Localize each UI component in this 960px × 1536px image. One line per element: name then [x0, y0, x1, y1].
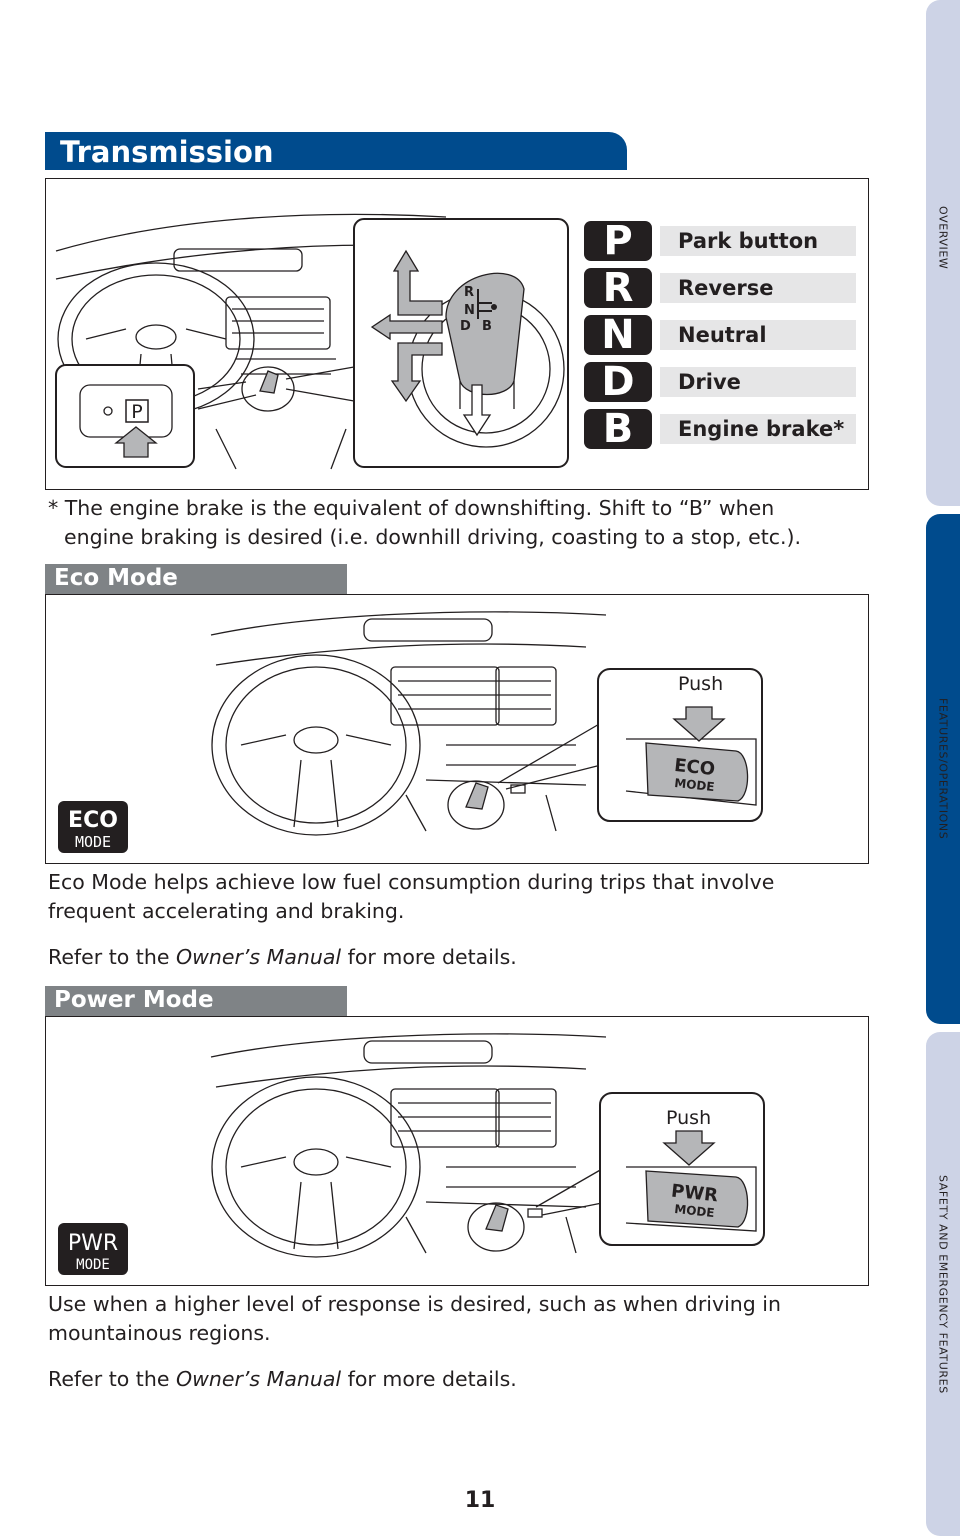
power-mode-illustration: PWR MODE PWR MODE: [58, 1033, 765, 1275]
tab-safety-emergency[interactable]: SAFETY AND EMERGENCY FEATURES: [926, 1032, 960, 1536]
gear-label-engine-brake: Engine brake*: [660, 414, 856, 444]
eco-refer-prefix: Refer to the: [48, 945, 170, 969]
footnote-line-2: engine braking is desired (i.e. downhill…: [64, 525, 802, 549]
tab-overview-label: OVERVIEW: [936, 206, 950, 270]
tab-overview[interactable]: OVERVIEW: [926, 0, 960, 506]
eco-inset-line2: MODE: [674, 776, 716, 794]
eco-mode-figure: ECO MODE ECO MODE Push: [45, 594, 869, 864]
park-button-label: P: [131, 401, 142, 423]
gear-row-reverse: R Reverse: [584, 268, 860, 308]
page-number: 11: [464, 1488, 496, 1513]
power-refer-suffix: for more details.: [347, 1367, 517, 1391]
eco-mode-refer: Refer to the Owner’s Manual for more det…: [48, 943, 848, 972]
eco-mode-description: Eco Mode helps achieve low fuel consumpt…: [48, 870, 775, 923]
eco-refer-manual: Owner’s Manual: [175, 945, 342, 969]
power-mode-figure: PWR MODE PWR MODE Push: [45, 1016, 869, 1286]
gear-label-neutral: Neutral: [660, 320, 856, 350]
shifter-letter-d: D: [460, 319, 471, 334]
gear-row-drive: D Drive: [584, 362, 860, 402]
gear-letter-n: N: [584, 315, 652, 355]
transmission-heading: Transmission: [45, 132, 627, 170]
pwr-inset-line2: MODE: [674, 1202, 716, 1220]
gear-letter-r: R: [584, 268, 652, 308]
pwr-inset-line1: PWR: [670, 1181, 719, 1207]
eco-inset-line1: ECO: [673, 755, 716, 780]
transmission-illustration: P R N D B: [55, 213, 569, 470]
tab-safety-label: SAFETY AND EMERGENCY FEATURES: [936, 1174, 950, 1394]
power-refer-prefix: Refer to the: [48, 1367, 170, 1391]
eco-mode-heading: Eco Mode: [45, 564, 347, 594]
engine-brake-footnote: * The engine brake is the equivalent of …: [48, 494, 868, 552]
power-mode-refer: Refer to the Owner’s Manual for more det…: [48, 1365, 848, 1394]
gear-row-engine-brake: B Engine brake*: [584, 409, 860, 449]
shifter-letter-n: N: [464, 303, 475, 318]
power-mode-description: Use when a higher level of response is d…: [48, 1292, 781, 1345]
shifter-letter-r: R: [464, 285, 474, 300]
power-push-label: Push: [666, 1107, 712, 1129]
gear-letter-d: D: [584, 362, 652, 402]
eco-push-label: Push: [678, 673, 724, 695]
pwr-badge-line2: MODE: [76, 1257, 110, 1273]
pwr-badge-line1: PWR: [68, 1231, 118, 1256]
gear-label-drive: Drive: [660, 367, 856, 397]
gear-label-reverse: Reverse: [660, 273, 856, 303]
gear-letter-b: B: [584, 409, 652, 449]
gear-row-neutral: N Neutral: [584, 315, 860, 355]
tab-features-label: FEATURES/OPERATIONS: [936, 698, 950, 840]
power-mode-heading: Power Mode: [45, 986, 347, 1016]
tab-features-operations[interactable]: FEATURES/OPERATIONS: [926, 514, 960, 1024]
shifter-letter-b: B: [482, 319, 492, 334]
footnote-line-1: * The engine brake is the equivalent of …: [48, 496, 775, 520]
gear-row-park: P Park button: [584, 221, 860, 261]
eco-badge-line1: ECO: [68, 808, 118, 833]
gear-letter-p: P: [584, 221, 652, 261]
eco-badge-line2: MODE: [75, 833, 111, 851]
eco-mode-illustration: ECO MODE ECO MODE: [58, 611, 763, 853]
gear-label-park: Park button: [660, 226, 856, 256]
eco-refer-suffix: for more details.: [347, 945, 517, 969]
power-refer-manual: Owner’s Manual: [175, 1367, 342, 1391]
